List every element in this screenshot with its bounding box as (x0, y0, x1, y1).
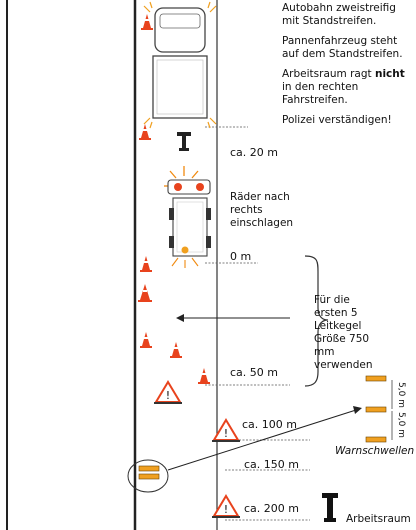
cone-icon (170, 342, 182, 358)
warning-light-icon (177, 132, 191, 151)
distance-0m: 0 m (230, 250, 252, 263)
warning-triangle-icon: ! (154, 380, 182, 404)
road-warning-strips (127, 459, 169, 493)
cone-icon (139, 124, 151, 140)
wheel-instruction: Räder nach rechts einschlagen (230, 191, 294, 229)
warnschwellen-detail-icon (365, 375, 393, 443)
legend-warnschwellen: Warnschwellen (335, 445, 415, 457)
cone-note-arrow (176, 314, 290, 322)
distance-50m: ca. 50 m (230, 366, 278, 379)
detail-arrow (167, 406, 362, 471)
note-pannenfahrzeug: Pannenfahrzeug steht auf dem Standstreif… (282, 35, 403, 60)
warning-triangle-icon: ! (212, 494, 240, 518)
truck-trailer (152, 55, 208, 119)
cone-size-note: Für die ersten 5 Leitkegel Größe 750 mm … (314, 294, 373, 371)
spacing-label-1: 5,0 m (396, 382, 406, 408)
cone-icon (140, 332, 152, 348)
traffic-cones (138, 14, 210, 384)
svg-text:!: ! (224, 427, 228, 440)
cone-icon (198, 368, 210, 384)
warning-triangle-icon: ! (212, 418, 240, 442)
cone-icon (140, 256, 152, 272)
distance-100m: ca. 100 m (242, 418, 297, 431)
hazard-glow-icon (143, 1, 217, 129)
legend-arbeitsraum: Arbeitsraum (346, 513, 411, 525)
arbeitsraum-post-icon (322, 493, 338, 522)
note-arbeitsraum: Arbeitsraum ragt nicht in den rechten Fa… (282, 68, 405, 106)
spacing-label-2: 5,0 m (396, 412, 406, 438)
note-autobahn: Autobahn zweistreifig mit Standstreifen. (282, 2, 396, 27)
cone-note-brace (304, 255, 329, 387)
service-car (164, 166, 211, 268)
distance-150m: ca. 150 m (244, 458, 299, 471)
distance-200m: ca. 200 m (244, 502, 299, 515)
svg-text:!: ! (224, 503, 228, 516)
breakdown-truck (143, 1, 217, 129)
note-polizei: Polizei verständigen! (282, 114, 392, 126)
cone-icon (138, 284, 152, 302)
distance-20m: ca. 20 m (230, 146, 278, 159)
warning-triangles: ! ! ! (154, 380, 240, 518)
svg-text:!: ! (166, 389, 170, 402)
truck-cab (154, 7, 206, 53)
cone-icon (141, 14, 153, 30)
info-notes: Autobahn zweistreifig mit Standstreifen.… (282, 2, 414, 134)
